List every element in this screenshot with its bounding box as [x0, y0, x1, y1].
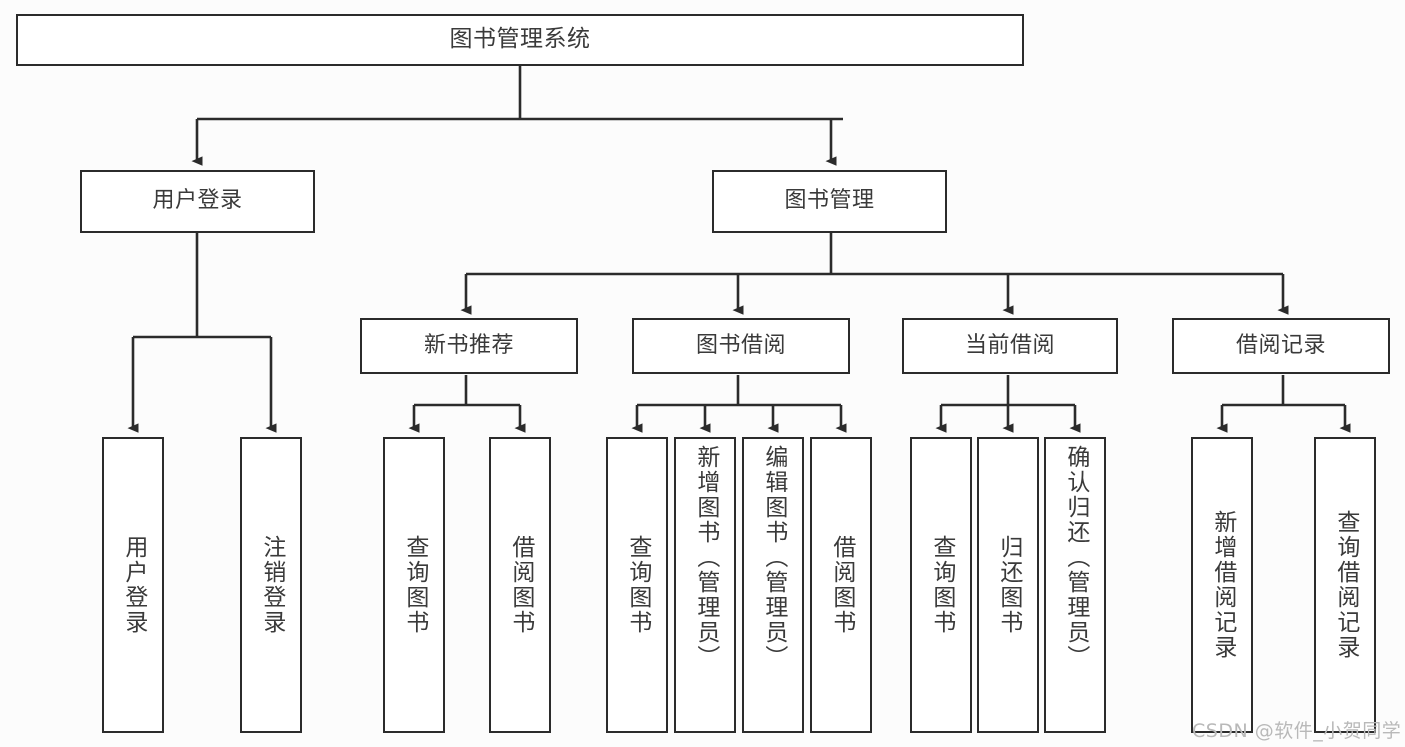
node-book-management[interactable]: 图书管理 [712, 170, 947, 233]
node-leaf-user-login[interactable]: 用户登录 [102, 437, 164, 733]
node-leaf-return-book[interactable]: 归还图书 [977, 437, 1039, 733]
node-user-login[interactable]: 用户登录 [80, 170, 315, 233]
node-label: 编辑图书（管理员） [760, 445, 787, 670]
node-leaf-logout[interactable]: 注销登录 [240, 437, 302, 733]
node-label: 借阅记录 [1235, 332, 1326, 358]
node-leaf-query-book-2[interactable]: 查询图书 [606, 437, 668, 733]
watermark-text: CSDN @软件_小贺同学 [1192, 720, 1402, 742]
node-borrow-record[interactable]: 借阅记录 [1172, 318, 1390, 374]
node-label: 新书推荐 [423, 332, 514, 358]
node-book-borrow[interactable]: 图书借阅 [632, 318, 850, 374]
node-label: 用户登录 [152, 188, 243, 214]
node-leaf-borrow-book-1[interactable]: 借阅图书 [489, 437, 551, 733]
node-label: 图书借阅 [695, 332, 786, 358]
node-label: 图书管理系统 [449, 26, 591, 53]
node-label: 注销登录 [258, 535, 285, 635]
node-label: 新增图书（管理员） [692, 445, 719, 670]
node-leaf-add-book[interactable]: 新增图书（管理员） [674, 437, 736, 733]
node-leaf-query-record[interactable]: 查询借阅记录 [1314, 437, 1376, 733]
node-label: 确认归还（管理员） [1062, 445, 1089, 670]
node-label: 查询借阅记录 [1332, 510, 1359, 660]
node-label: 新增借阅记录 [1209, 510, 1236, 660]
node-label: 当前借阅 [964, 332, 1055, 358]
node-label: 借阅图书 [828, 535, 855, 635]
node-new-book-recommend[interactable]: 新书推荐 [360, 318, 578, 374]
node-book-management-system[interactable]: 图书管理系统 [16, 14, 1024, 66]
node-label: 归还图书 [995, 535, 1022, 635]
node-leaf-query-book-3[interactable]: 查询图书 [910, 437, 972, 733]
node-current-borrow[interactable]: 当前借阅 [902, 318, 1118, 374]
node-label: 查询图书 [624, 535, 651, 635]
node-label: 用户登录 [120, 535, 147, 635]
node-leaf-borrow-book-2[interactable]: 借阅图书 [810, 437, 872, 733]
node-label: 查询图书 [401, 535, 428, 635]
node-leaf-confirm-return[interactable]: 确认归还（管理员） [1044, 437, 1106, 733]
node-leaf-edit-book[interactable]: 编辑图书（管理员） [742, 437, 804, 733]
node-leaf-query-book-1[interactable]: 查询图书 [383, 437, 445, 733]
node-label: 查询图书 [928, 535, 955, 635]
node-label: 借阅图书 [507, 535, 534, 635]
node-label: 图书管理 [784, 188, 875, 214]
node-leaf-add-record[interactable]: 新增借阅记录 [1191, 437, 1253, 733]
